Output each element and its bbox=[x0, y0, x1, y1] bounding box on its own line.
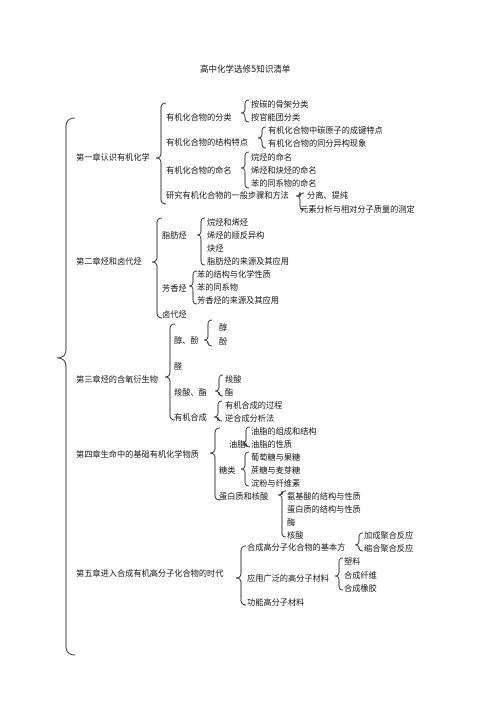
ch1-leaf: 有机化合物的同分异构现象 bbox=[268, 138, 367, 148]
ch2-leaf: 苯的同系物 bbox=[197, 282, 238, 292]
ch4-node-sugars: 糖类 bbox=[219, 465, 236, 475]
ch4-leaf: 淀粉与纤维素 bbox=[251, 478, 301, 488]
ch1-leaf: 按碳的骨架分类 bbox=[251, 99, 309, 109]
ch1-leaf: 按官能团分类 bbox=[251, 112, 301, 122]
ch4-leaf: 氨基酸的结构与性质 bbox=[287, 491, 361, 501]
ch4-brace bbox=[209, 427, 221, 501]
ch4-node-fats: 油脂 bbox=[229, 439, 246, 449]
ch5-leaf: 合成纤维 bbox=[344, 570, 377, 580]
ch1-node-naming: 有机化合物的命名 bbox=[166, 165, 232, 175]
ch3-leaf: 羧酸 bbox=[225, 374, 242, 384]
ch4-leaf: 酶 bbox=[287, 517, 296, 527]
ch2-node-halide: 卤代烃 bbox=[162, 309, 187, 319]
ch1-leaf: 分离、提纯 bbox=[307, 190, 348, 200]
ch3-leaf: 有机合成的过程 bbox=[225, 400, 283, 410]
ch1-brace bbox=[155, 102, 167, 205]
ch3-leaf: 逆合成分析法 bbox=[225, 413, 275, 423]
ch2-node-aliphatic: 脂肪烃 bbox=[162, 230, 187, 240]
ch4-leaf: 油脂的性质 bbox=[251, 439, 292, 449]
ch3-node-synthesis: 有机合成 bbox=[174, 412, 207, 422]
ch2-leaf: 烷烃和烯烃 bbox=[207, 217, 248, 227]
ch1-classification-brace bbox=[240, 99, 250, 123]
ch2-leaf: 脂肪烃的来源及其应用 bbox=[207, 256, 289, 266]
page-title: 高中化学选修5知识清单 bbox=[200, 65, 291, 75]
ch1-naming-brace bbox=[240, 151, 250, 189]
ch1-leaf: 元素分析与相对分子质量的测定 bbox=[300, 204, 415, 214]
ch3-brace bbox=[164, 323, 176, 421]
ch2-leaf: 烯烃的顺反异构 bbox=[207, 230, 265, 240]
ch3-leaf: 醇 bbox=[219, 322, 228, 332]
ch2-leaf: 芳香烃的来源及其应用 bbox=[197, 295, 279, 305]
chapter-1-label: 第一章认识有机化学 bbox=[76, 152, 150, 162]
ch1-leaf: 有机化合物中碳原子的成键特点 bbox=[268, 125, 383, 135]
ch1-node-methods: 研究有机化合物的一般步骤和方法 bbox=[166, 190, 289, 200]
ch4-leaf: 蔗糖与麦芽糖 bbox=[251, 465, 301, 475]
ch3-node-acid-ester: 羧酸、酯 bbox=[174, 387, 207, 397]
ch5-materials-brace bbox=[334, 557, 344, 591]
ch1-node-structure: 有机化合物的结构特点 bbox=[166, 137, 248, 147]
chapter-2-label: 第二章烃和卤代烃 bbox=[76, 256, 142, 266]
ch4-leaf: 核酸 bbox=[287, 530, 304, 540]
ch5-leaf: 塑料 bbox=[344, 556, 361, 566]
ch3-acid-brace bbox=[214, 374, 224, 397]
ch2-brace bbox=[151, 217, 163, 319]
ch2-leaf: 炔烃 bbox=[207, 243, 224, 253]
ch4-node-proteins: 蛋白质和核酸 bbox=[219, 491, 269, 501]
ch4-leaf: 葡萄糖与果糖 bbox=[251, 452, 301, 462]
ch1-leaf: 烷烃的命名 bbox=[251, 152, 292, 162]
ch3-node-aldehyde: 醛 bbox=[174, 361, 183, 371]
ch3-leaf: 酚 bbox=[219, 336, 228, 346]
ch5-leaf: 缩合聚合反应 bbox=[364, 543, 414, 553]
ch3-synthesis-brace bbox=[213, 400, 223, 422]
ch5-node-basic-methods: 合成高分子化合物的基本方 bbox=[247, 542, 346, 552]
chapter-4-label: 第四章生命中的基础有机化学物质 bbox=[76, 449, 199, 459]
ch2-leaf: 苯的结构与化学性质 bbox=[197, 269, 271, 279]
ch5-leaf: 合成橡胶 bbox=[344, 583, 377, 593]
ch1-leaf: 苯的同系物的命名 bbox=[251, 178, 317, 188]
chapter-3-label: 第三章烃的含氧衍生物 bbox=[76, 374, 158, 384]
ch2-aromatic-brace bbox=[188, 270, 198, 305]
ch3-leaf: 酯 bbox=[225, 387, 234, 397]
ch4-proteins-brace bbox=[277, 490, 287, 538]
ch5-leaf: 加成聚合反应 bbox=[364, 530, 414, 540]
ch3-alcohol-brace bbox=[203, 319, 213, 347]
ch1-leaf: 烯烃和炔烃的命名 bbox=[251, 165, 317, 175]
ch4-fats-brace bbox=[241, 426, 251, 448]
ch2-aliphatic-brace bbox=[196, 217, 206, 266]
ch5-node-polymer-materials: 应用广泛的高分子材料 bbox=[247, 573, 329, 583]
ch5-node-functional: 功能高分子材料 bbox=[247, 597, 305, 607]
ch1-methods-brace bbox=[295, 191, 305, 211]
ch4-sugars-brace bbox=[240, 451, 250, 487]
main-brace bbox=[56, 117, 76, 656]
ch4-leaf: 油脂的组成和结构 bbox=[251, 426, 317, 436]
ch1-structure-brace bbox=[257, 126, 267, 149]
ch3-node-alcohol-phenol: 醇、酚 bbox=[174, 335, 199, 345]
ch1-node-classification: 有机化合物的分类 bbox=[166, 112, 232, 122]
chapter-5-label: 第五章进入合成有机高分子化合物的时代 bbox=[76, 568, 224, 578]
ch5-methods-brace bbox=[354, 532, 364, 552]
ch2-node-aromatic: 芳香烃 bbox=[162, 283, 187, 293]
ch5-brace bbox=[235, 545, 247, 606]
ch4-leaf: 蛋白质的结构与性质 bbox=[287, 504, 361, 514]
